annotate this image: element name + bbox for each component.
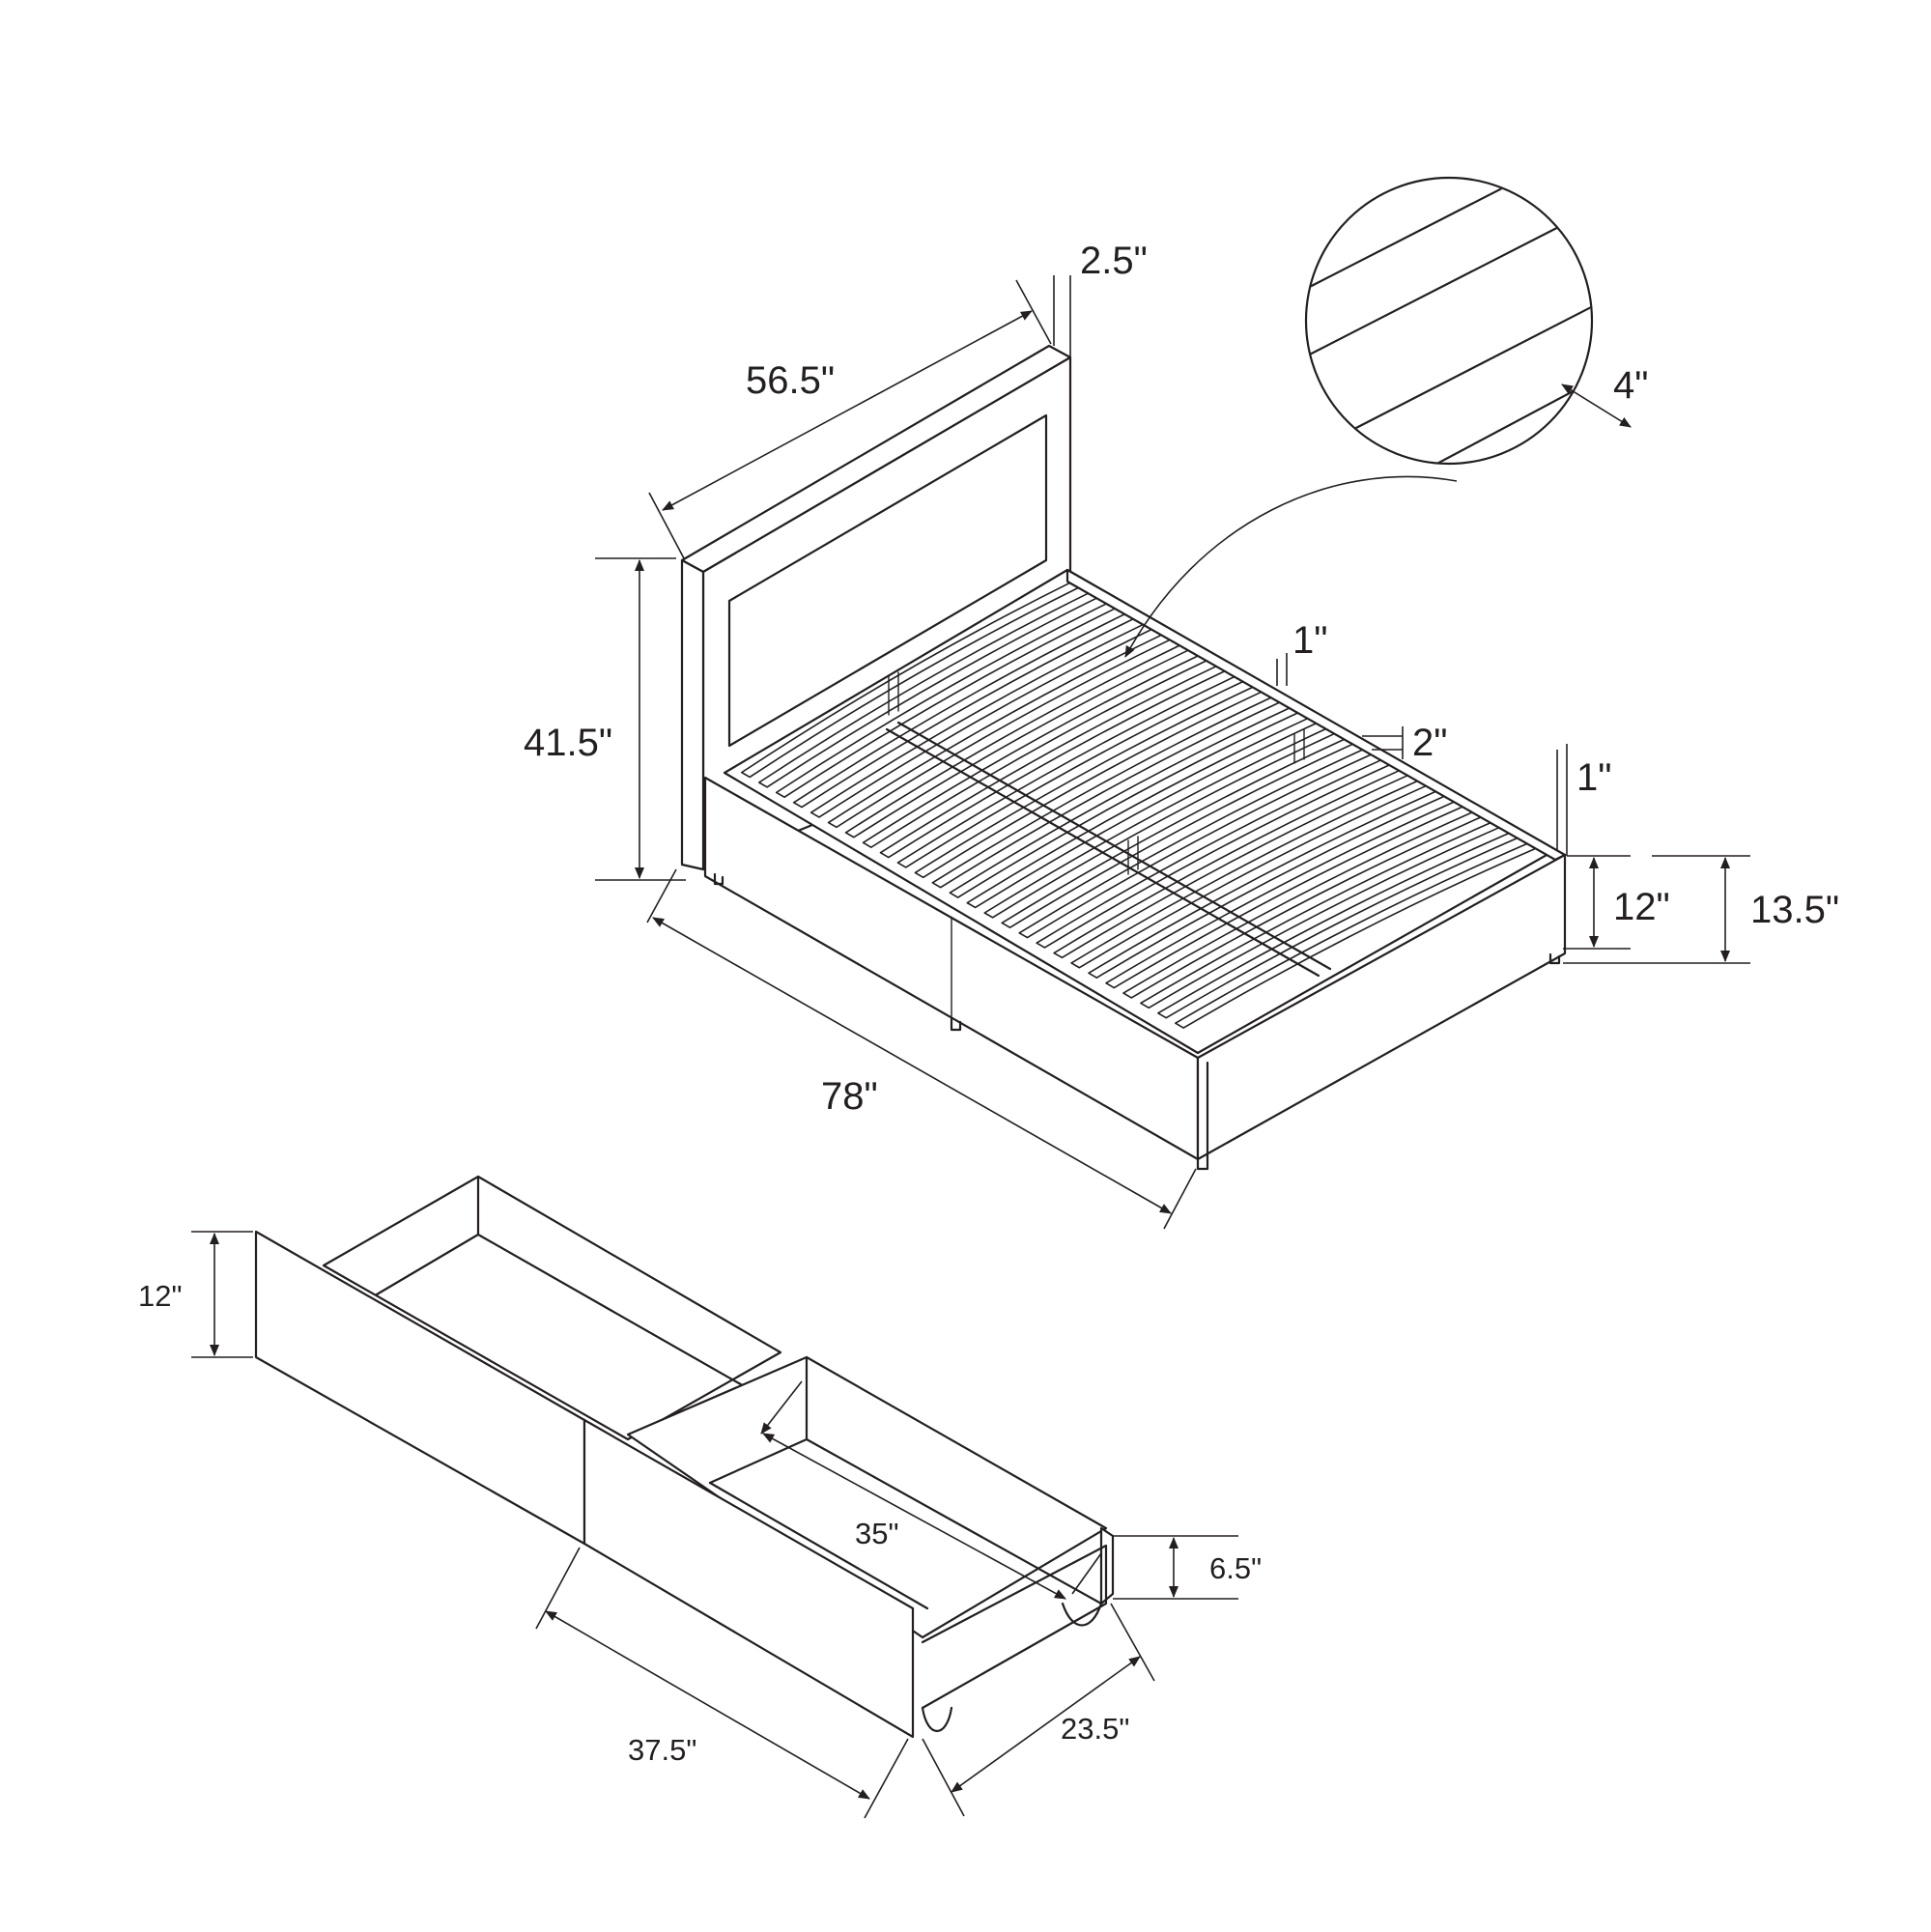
label-headboard-width: 56.5" [746,359,835,402]
label-slat-width: 4" [1613,364,1648,407]
label-drawer-width: 23.5" [1061,1712,1129,1746]
bed-dimensions: 2.5" 56.5" 41.5" 78" 1" 2" 1" 12" [524,240,1839,1230]
label-drawer-front-height: 12" [138,1279,183,1313]
label-drawer-front-width: 37.5" [628,1733,696,1767]
drawer-left-box [322,1175,782,1441]
label-frame-height: 12" [1613,886,1670,928]
label-rail-top-gap: 1" [1292,619,1327,662]
drawer-dimensions: 12" 35" 6.5" 37.5" 23.5" [138,1231,1262,1819]
label-total-height: 13.5" [1750,889,1839,931]
label-drawer-inner-height: 6.5" [1209,1551,1262,1585]
center-rail [885,721,1332,978]
drawer-illustration [254,1175,1115,1739]
label-drawer-inner-depth: 35" [855,1517,899,1550]
slat-detail-circle: 4" [1304,176,1648,466]
label-rail-side-gap: 1" [1576,756,1611,799]
label-slat-gap: 2" [1412,722,1447,764]
bed-foot-end [1196,853,1567,1161]
label-bed-length: 78" [821,1075,878,1118]
bed-leg [713,872,724,886]
label-headboard-height: 41.5" [524,722,612,764]
label-headboard-thickness: 2.5" [1080,240,1148,282]
